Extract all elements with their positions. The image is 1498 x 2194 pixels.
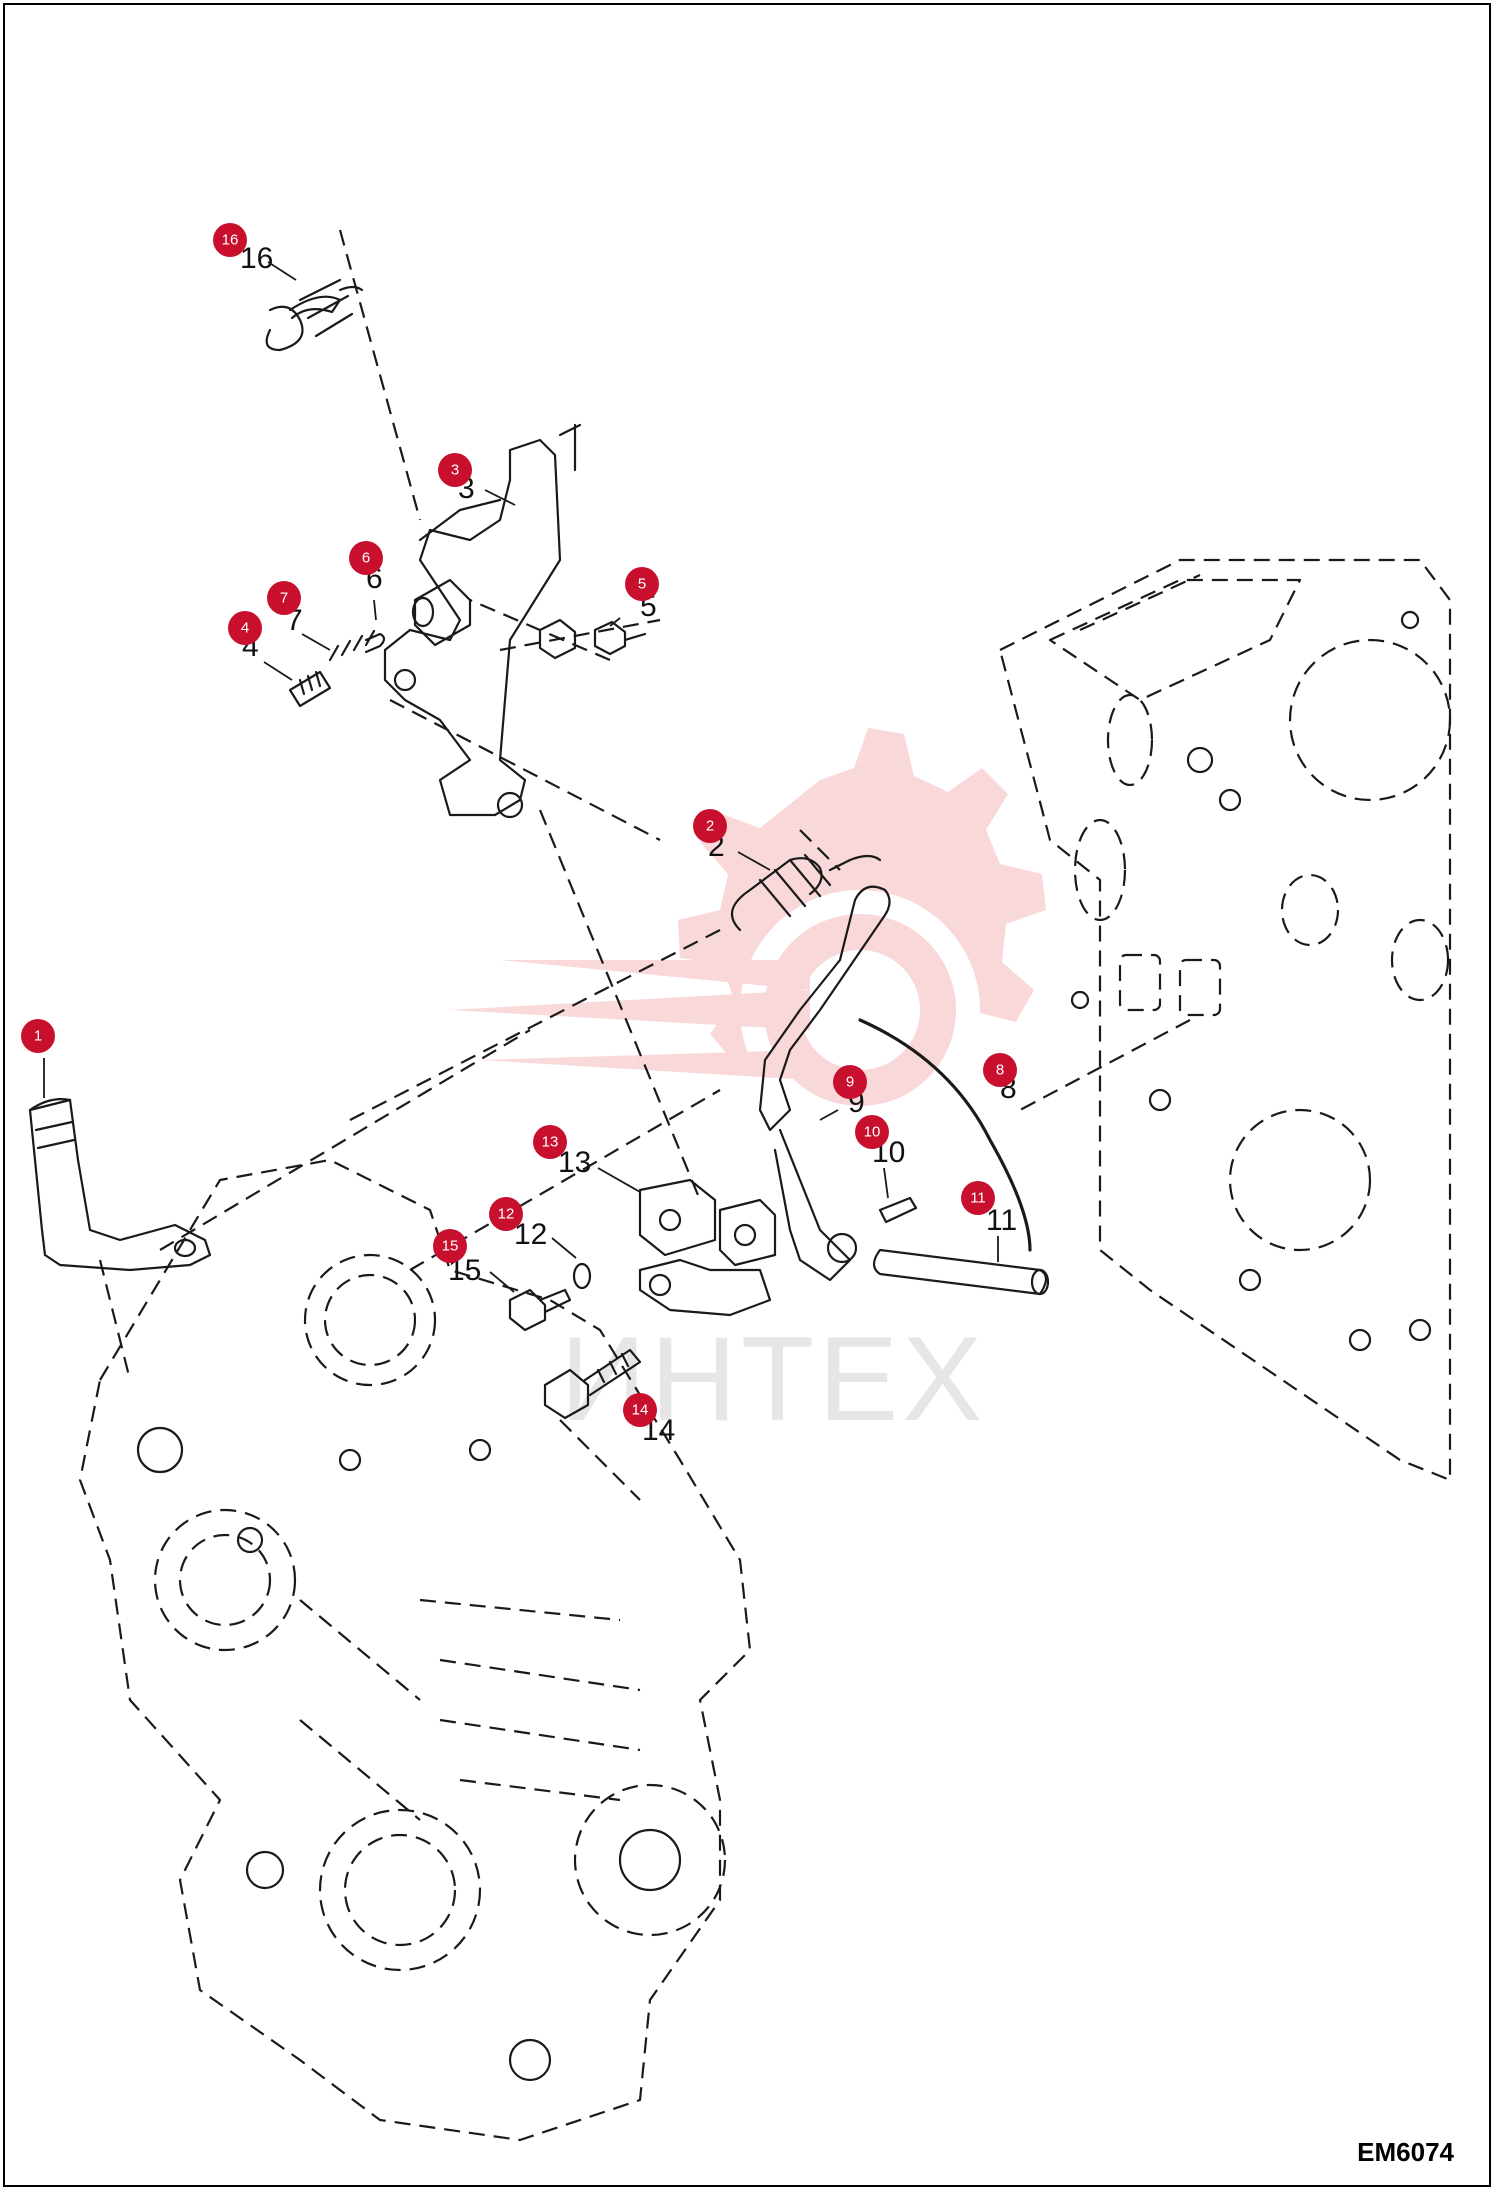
- svg-text:9: 9: [846, 1074, 854, 1091]
- diagram-code: EM6074: [1357, 2137, 1454, 2167]
- badge-14[interactable]: 14: [623, 1393, 657, 1427]
- svg-text:12: 12: [498, 1206, 515, 1223]
- svg-text:2: 2: [706, 818, 714, 835]
- part-14-bolt: [543, 1348, 642, 1420]
- badge-11[interactable]: 11: [961, 1181, 995, 1215]
- svg-text:7: 7: [280, 590, 288, 607]
- diagram-frame: [3, 3, 1491, 2187]
- part-10-pin: [878, 1196, 918, 1224]
- svg-text:6: 6: [362, 550, 370, 567]
- watermark: ИНТЕХ: [450, 728, 1046, 1446]
- part-label-16: 16: [240, 242, 273, 275]
- badge-1[interactable]: 1: [21, 1019, 55, 1053]
- svg-text:8: 8: [996, 1062, 1004, 1079]
- part-1-shaft: [28, 1098, 212, 1272]
- badge-9[interactable]: 9: [833, 1065, 867, 1099]
- watermark-text: ИНТЕХ: [560, 1312, 986, 1446]
- badge-8[interactable]: 8: [983, 1053, 1017, 1087]
- svg-text:4: 4: [241, 620, 249, 637]
- part-7-spring: [328, 629, 386, 662]
- badge-2[interactable]: 2: [693, 809, 727, 843]
- badge-10[interactable]: 10: [855, 1115, 889, 1149]
- svg-text:14: 14: [632, 1402, 649, 1419]
- svg-text:11: 11: [970, 1190, 986, 1207]
- assembly-lines: [98, 229, 1191, 1381]
- part-12-washer: [572, 1262, 592, 1290]
- part-8-lever-arm: [758, 885, 1032, 1282]
- part-label-11: 11: [986, 1204, 1017, 1237]
- part-3-lever-bracket: [383, 423, 582, 819]
- badge-15[interactable]: 15: [433, 1229, 467, 1263]
- part-16-spring: [265, 278, 364, 352]
- part-5-plungers: [538, 618, 647, 660]
- watermark-gear-icon: [450, 728, 1046, 1130]
- badge-5[interactable]: 5: [625, 567, 659, 601]
- part-11-shaft: [872, 1248, 1050, 1296]
- badge-13[interactable]: 13: [533, 1125, 567, 1159]
- gear-case: [78, 1158, 752, 2142]
- badge-16[interactable]: 16: [213, 223, 247, 257]
- svg-text:3: 3: [451, 462, 459, 479]
- part-6-bushing: [411, 578, 472, 647]
- part-2-spring: [730, 853, 882, 932]
- part-4-screw: [288, 670, 332, 708]
- badge-6[interactable]: 6: [349, 541, 383, 575]
- svg-text:15: 15: [442, 1238, 459, 1255]
- part-15-bolt: [508, 1288, 572, 1332]
- badge-12[interactable]: 12: [489, 1197, 523, 1231]
- badge-7[interactable]: 7: [267, 581, 301, 615]
- badge-4[interactable]: 4: [228, 611, 262, 645]
- callout-badges: 16 3 6 7 4 5 2 8 9 10 11 12 13 15 14 1: [21, 223, 1017, 1427]
- svg-text:16: 16: [222, 232, 239, 249]
- svg-text:5: 5: [638, 576, 646, 593]
- badge-3[interactable]: 3: [438, 453, 472, 487]
- svg-text:13: 13: [542, 1134, 559, 1151]
- svg-text:1: 1: [34, 1028, 42, 1045]
- svg-text:10: 10: [864, 1124, 881, 1141]
- part-13-bracket: [638, 1178, 777, 1317]
- engine-block: [998, 558, 1452, 1482]
